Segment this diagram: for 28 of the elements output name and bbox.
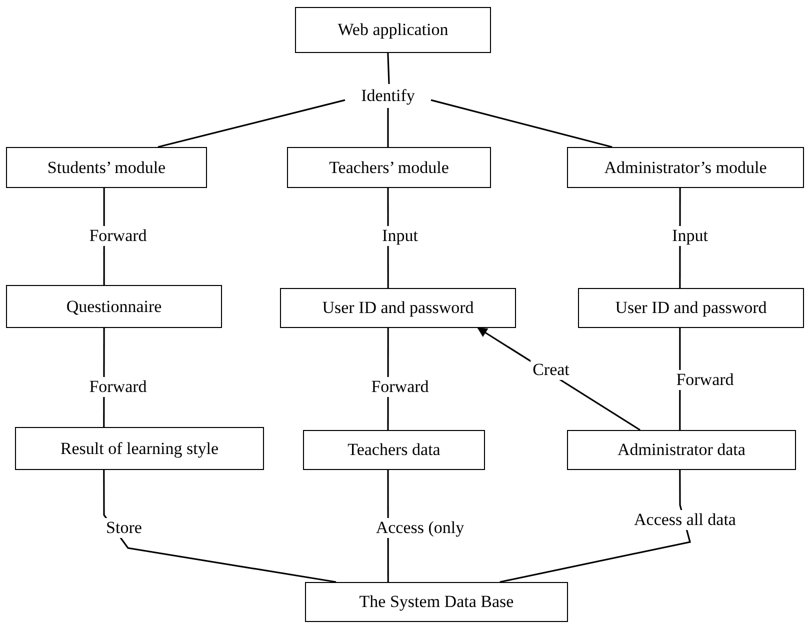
edge-label: Forward <box>369 377 431 397</box>
process-box: Result of learning style <box>15 427 264 470</box>
edge-label: Forward <box>87 377 149 397</box>
process-box: User ID and password <box>280 288 516 328</box>
process-box: Questionnaire <box>6 285 222 328</box>
process-box: Teachers data <box>303 430 485 470</box>
process-box: The System Data Base <box>305 582 568 622</box>
connector-line <box>387 52 390 84</box>
connector-line <box>500 470 691 583</box>
process-box: Administrator’s module <box>567 147 804 188</box>
edge-label: Input <box>670 226 710 246</box>
edge-label: Forward <box>87 226 149 246</box>
connector-line <box>387 108 389 147</box>
process-box: User ID and password <box>578 288 804 328</box>
edge-label: Creat <box>530 360 572 380</box>
process-box: Web application <box>295 7 491 53</box>
edge-label: Access (only <box>374 518 466 538</box>
connector-line <box>430 99 612 148</box>
node-text: Identify <box>345 84 431 108</box>
connector-line <box>103 470 336 583</box>
edge-label: Forward <box>674 370 736 390</box>
connector-line <box>158 99 346 148</box>
process-box: Students’ module <box>6 147 207 188</box>
edge-label: Store <box>104 518 144 538</box>
process-box: Teachers’ module <box>287 147 491 188</box>
edge-label: Input <box>380 226 420 246</box>
process-box: Administrator data <box>567 430 796 470</box>
edge-label: Access all data <box>632 510 738 530</box>
